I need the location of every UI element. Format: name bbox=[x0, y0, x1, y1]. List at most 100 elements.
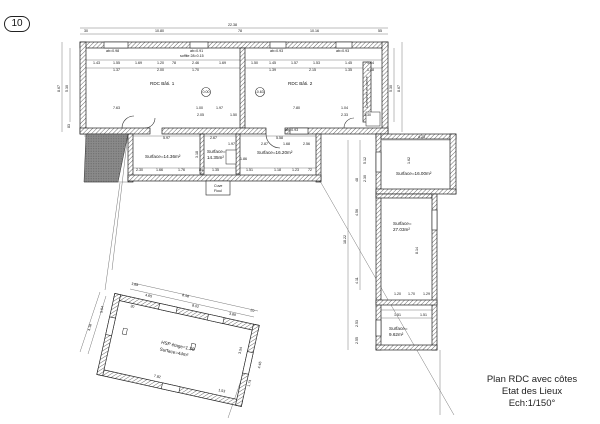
dim-lower-10: 1.97 bbox=[228, 142, 235, 146]
dim-corridor-1: 5.97 bbox=[163, 136, 170, 140]
dim-window-3: ab=0.93 bbox=[270, 49, 283, 53]
dim-top-c: 10.16 bbox=[310, 29, 319, 33]
dim-row-11: 1.53 bbox=[313, 61, 320, 65]
dim-left-inner: 5.30 bbox=[65, 85, 69, 92]
dim-inner-2: 1.00 bbox=[196, 106, 203, 110]
room-label-bati1: RDC Bâti. 1 bbox=[150, 81, 175, 86]
walls-right-wing bbox=[375, 133, 457, 351]
dim-top-e: 55 bbox=[378, 29, 382, 33]
dim-wing-total: 18.22 bbox=[343, 235, 347, 244]
dim-wing-2: 2.30 bbox=[363, 175, 367, 182]
dim-inner-4: 2.05 bbox=[197, 113, 204, 117]
dim-wing-7: 2.55 bbox=[355, 337, 359, 344]
dim-corridor-4: 2.87 bbox=[261, 142, 268, 146]
dim-under-4: 1.39 bbox=[269, 68, 276, 72]
dim-top-total: 22.38 bbox=[228, 23, 237, 27]
dim-inner-7: 1.04 bbox=[341, 106, 348, 110]
dim-outbuilding-13: 3.54 bbox=[238, 347, 243, 355]
room-label-surface-44: Surface=44m² bbox=[159, 347, 189, 358]
cuve-fioul-box bbox=[205, 180, 231, 196]
legend-scale: Ech:1/150° bbox=[508, 398, 556, 409]
dim-wing-8: 5.12 bbox=[363, 157, 367, 164]
room-label-surface-962-a: Surface= bbox=[389, 326, 408, 331]
dim-outbuilding-3: 20 bbox=[250, 308, 255, 313]
dim-outbuilding-8: 1.53 bbox=[218, 388, 226, 393]
level-marker-bati2 bbox=[255, 87, 265, 97]
dim-wing-9: 48 bbox=[355, 178, 359, 182]
sheet-number: 10 bbox=[4, 16, 30, 32]
dim-wing-top: 4.23 bbox=[418, 135, 425, 139]
dim-corridor-2: 2.67 bbox=[210, 136, 217, 140]
legend-title: Plan RDC avec côtes bbox=[486, 374, 578, 385]
level-value-bati1: 0.00 bbox=[203, 90, 210, 94]
dim-wing-4: 8.14 bbox=[415, 247, 419, 254]
dim-lower-7: 1.18 bbox=[274, 168, 281, 172]
dim-wing-12: 1.29 bbox=[423, 292, 430, 296]
dotted-ramp bbox=[83, 133, 129, 183]
dim-corridor-3: 5.58 bbox=[276, 136, 283, 140]
dim-wing-14: 1.51 bbox=[420, 313, 427, 317]
dim-lower-3: 1.76 bbox=[178, 168, 185, 172]
dim-wing-13: 1.51 bbox=[394, 313, 401, 317]
dim-wing-1: 1.62 bbox=[407, 157, 411, 164]
room-label-surface-1435-b: 14.35m² bbox=[207, 155, 224, 160]
dim-corridor-7: 1.86 bbox=[240, 157, 247, 161]
room-label-surface-1436: Surface=14.36m² bbox=[145, 154, 181, 159]
dim-under-1: 1.37 bbox=[113, 68, 120, 72]
dim-row-10: 1.57 bbox=[291, 61, 298, 65]
dim-row-12: 1.45 bbox=[345, 61, 352, 65]
dim-row-5: 78 bbox=[172, 61, 176, 65]
dim-outbuilding-14: 30 bbox=[130, 304, 135, 309]
dim-outbuilding-6: 3.69 bbox=[229, 312, 237, 317]
room-label-surface-1600: Surface=16.00m² bbox=[396, 171, 432, 176]
dim-window-2: ab=0.91 bbox=[190, 49, 203, 53]
level-marker-bati1 bbox=[201, 87, 211, 97]
dim-outbuilding-2: 8.48 bbox=[182, 293, 190, 298]
dim-wing-6: 2.53 bbox=[355, 320, 359, 327]
dim-under-3: 1.70 bbox=[192, 68, 199, 72]
plan-legend: Plan RDC avec côtes Etat des Lieux Ech:1… bbox=[462, 374, 600, 410]
dim-outbuilding-10: 4.18 bbox=[87, 323, 92, 331]
dim-window-1: ab=0.98 bbox=[106, 49, 119, 53]
dim-left-bottom: 83 bbox=[67, 124, 71, 128]
dim-soffite: soffite 28=0.15 bbox=[180, 54, 204, 58]
dim-top-a: 10.80 bbox=[155, 29, 164, 33]
dim-lower-1: 2.30 bbox=[136, 168, 143, 172]
room-label-surface-2703-b: 27.03m² bbox=[393, 227, 410, 232]
dim-row-8: 1.50 bbox=[251, 61, 258, 65]
dim-outbuilding-4: 4.65 bbox=[145, 293, 153, 298]
dim-inner-9: 1.30 bbox=[364, 113, 371, 117]
room-label-surface-1435-a: Surface= bbox=[207, 149, 226, 154]
dim-row-1: 1.43 bbox=[93, 61, 100, 65]
walls-main-building bbox=[79, 41, 389, 183]
dim-lower-6: 1.51 bbox=[246, 168, 253, 172]
right-wing-openings bbox=[375, 151, 438, 337]
dim-wing-10: 1.20 bbox=[394, 292, 401, 296]
dim-row-9: 1.45 bbox=[269, 61, 276, 65]
dim-outbuilding-1: 1.68 bbox=[131, 282, 139, 287]
dim-window-4: ab=0.93 bbox=[336, 49, 349, 53]
dim-wall-height: 3.18 bbox=[195, 151, 199, 158]
dim-lower-2: 1.66 bbox=[156, 168, 163, 172]
dim-left-outer: 8.67 bbox=[57, 85, 61, 92]
room-label-bati2: RDC Bâti. 2 bbox=[288, 81, 313, 86]
dim-corridor-6: 2.56 bbox=[303, 142, 310, 146]
dim-row-4: 1.20 bbox=[157, 61, 164, 65]
dim-door-ab: ab=0.93 bbox=[285, 128, 298, 132]
dim-under-6: 1.35 bbox=[345, 68, 352, 72]
room-label-cuve: Cuve bbox=[214, 184, 222, 188]
room-label-surface-1620: Surface=16.20m² bbox=[257, 150, 293, 155]
dim-outbuilding-12: 1.74 bbox=[247, 379, 252, 387]
room-label-cheminee: Cheminée en pierre bbox=[365, 76, 369, 108]
room-label-fioul: Fioul bbox=[214, 189, 222, 193]
dim-under-5: 2.15 bbox=[309, 68, 316, 72]
dim-inner-8: 2.33 bbox=[341, 113, 348, 117]
dim-corridor-5: 1.68 bbox=[283, 142, 290, 146]
dim-row-6: 2.46 bbox=[192, 61, 199, 65]
openings bbox=[103, 41, 381, 165]
dim-lower-8: 1.23 bbox=[292, 168, 299, 172]
dim-top-d: 30 bbox=[84, 29, 88, 33]
dim-inner-1: 7.63 bbox=[113, 106, 120, 110]
dim-inner-5: 1.50 bbox=[230, 113, 237, 117]
